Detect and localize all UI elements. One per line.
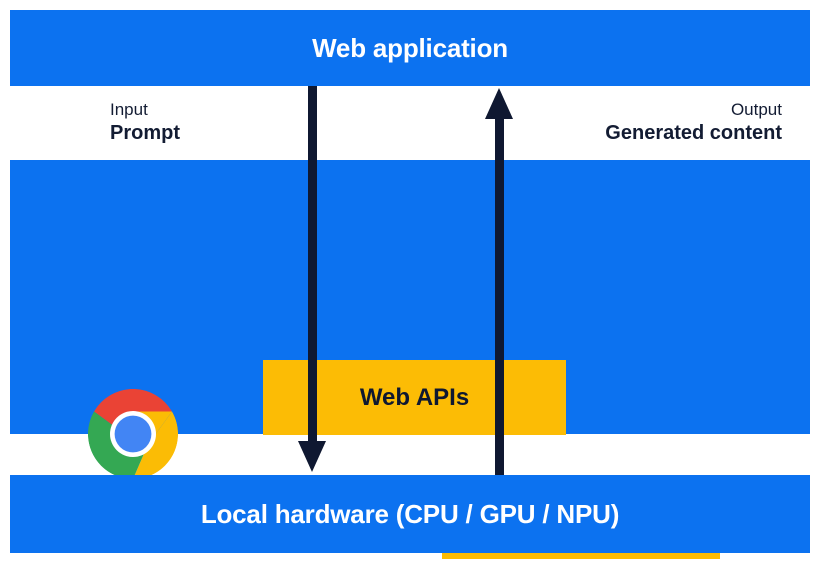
input-value: Prompt bbox=[110, 121, 180, 144]
web-application-band: Web application bbox=[10, 10, 810, 86]
input-flow-label: Input Prompt bbox=[110, 100, 180, 145]
local-hardware-title: Local hardware (CPU / GPU / NPU) bbox=[200, 498, 620, 529]
local-hardware-band: Local hardware (CPU / GPU / NPU) bbox=[10, 475, 810, 553]
output-kicker: Output bbox=[730, 100, 782, 119]
browser-band: Browser Web APIs Built-in models and run… bbox=[10, 160, 810, 559]
output-value: Generated content bbox=[605, 121, 782, 144]
arrow-down-icon bbox=[298, 441, 326, 472]
arrow-up-shaft bbox=[495, 118, 504, 475]
arrow-down-shaft bbox=[308, 86, 317, 443]
input-kicker: Input bbox=[110, 100, 148, 119]
chrome-logo-icon bbox=[87, 388, 179, 480]
web-apis-box-label: Web APIs bbox=[359, 383, 470, 411]
output-flow-label: Output Generated content bbox=[605, 100, 782, 145]
web-application-title: Web application bbox=[312, 32, 508, 63]
arrow-up-icon bbox=[485, 88, 513, 119]
